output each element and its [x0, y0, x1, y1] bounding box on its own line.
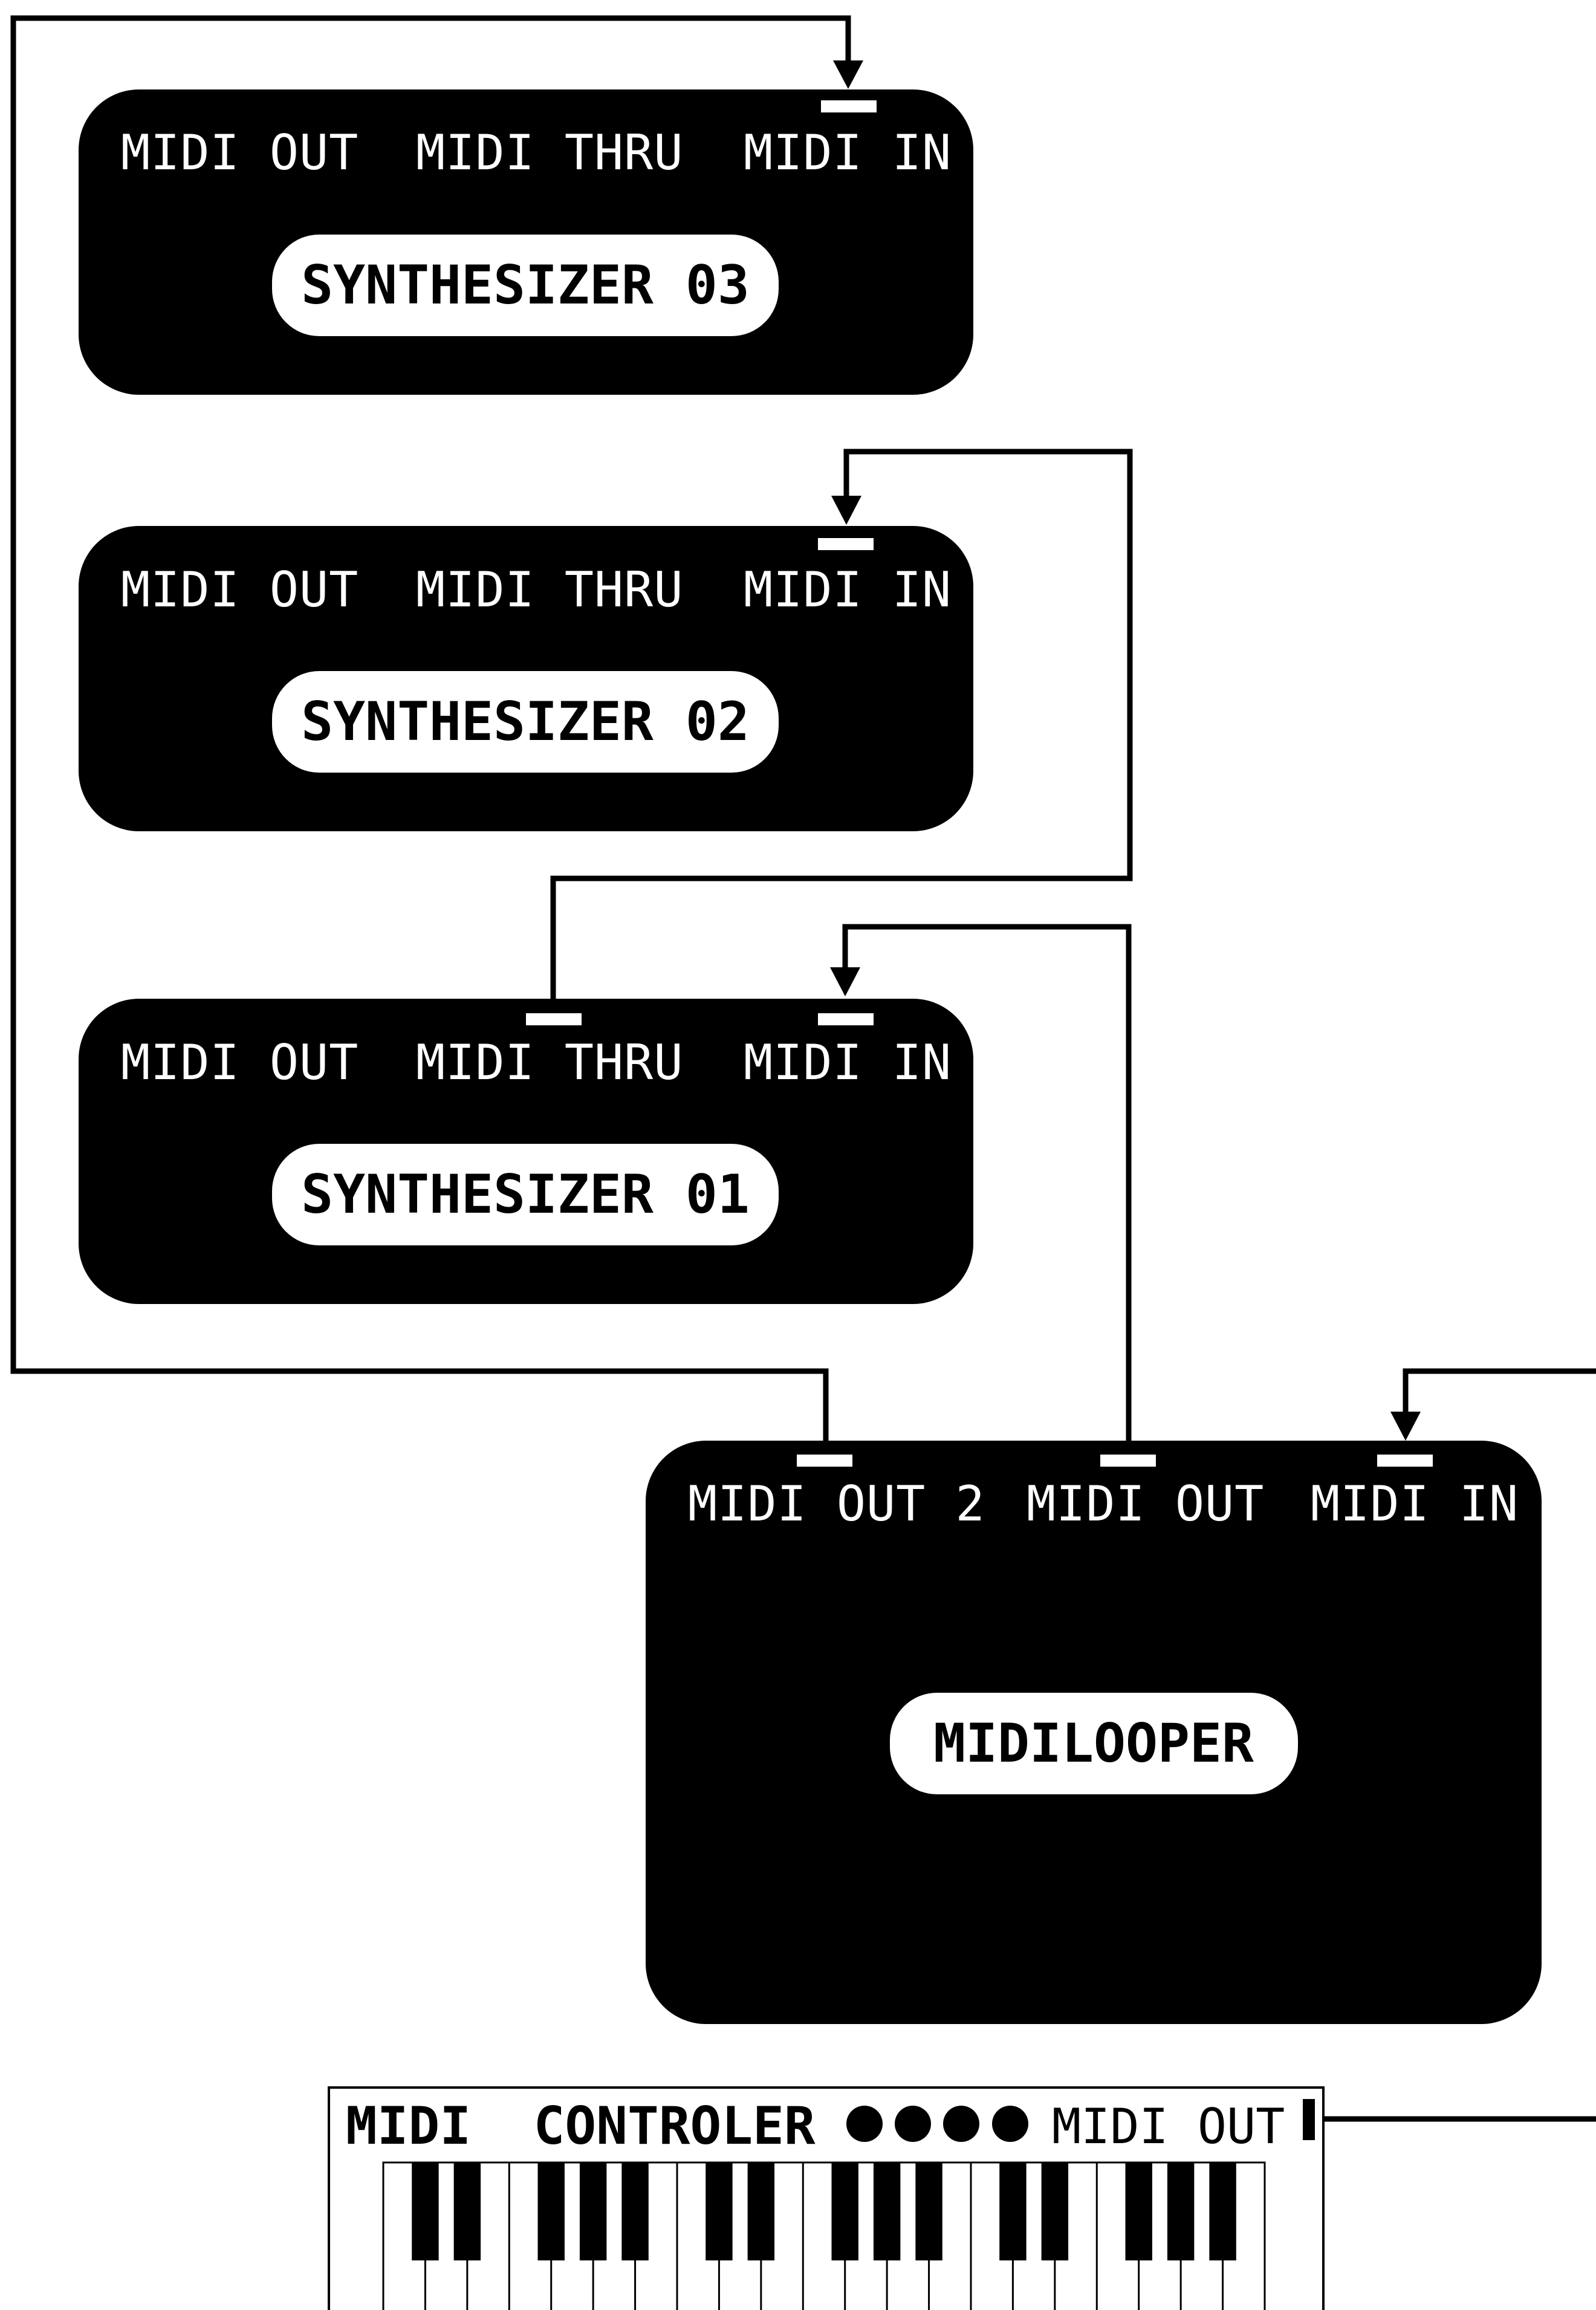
midi-out-label: MIDI OUT	[121, 1034, 358, 1091]
midi-thru-jack	[526, 1013, 582, 1025]
device-name-pill	[890, 1693, 1298, 1794]
device-name: SYNTHESIZER 03	[301, 254, 750, 316]
device-name-pill	[272, 671, 779, 773]
wire-out2-to-synth03-in	[10, 15, 851, 1457]
black-key	[412, 2162, 439, 2260]
midi-out-jack	[1100, 1455, 1156, 1467]
midi-thru-label: MIDI THRU	[416, 1034, 683, 1091]
synthesizer-02: MIDI OUT MIDI THRU MIDI IN SYNTHESIZER 0…	[79, 526, 973, 831]
midi-out-label: MIDI OUT	[1027, 1476, 1264, 1532]
midi-in-label: MIDI IN	[744, 1034, 952, 1091]
midi-thru-label: MIDI THRU	[416, 125, 683, 181]
dot-icon	[846, 2106, 883, 2142]
controller-name: MIDI CONTROLER	[346, 2096, 816, 2156]
black-key	[1167, 2162, 1195, 2260]
midi-in-jack	[821, 100, 877, 112]
device-name-pill	[272, 1144, 779, 1245]
arrowhead-icon	[833, 60, 863, 89]
device-name: MIDILOOPER	[933, 1712, 1254, 1774]
black-key	[915, 2162, 942, 2260]
dot-icon	[943, 2106, 979, 2142]
synthesizer-01: MIDI OUT MIDI THRU MIDI IN SYNTHESIZER 0…	[79, 999, 973, 1304]
midilooper: MIDI OUT 2 MIDI OUT MIDI IN MIDILOOPER	[646, 1441, 1542, 2024]
midi-out-label: MIDI OUT	[121, 125, 358, 181]
dot-icon	[895, 2106, 931, 2142]
wires	[10, 15, 1596, 2122]
midi-in-jack	[818, 538, 874, 550]
keyboard	[382, 2161, 1266, 2310]
midi-in-label: MIDI IN	[1311, 1476, 1519, 1532]
black-key	[747, 2162, 775, 2260]
synthesizer-03: MIDI OUT MIDI THRU MIDI IN SYNTHESIZER 0…	[79, 89, 973, 395]
arrowhead-icon	[1390, 1412, 1421, 1441]
black-key	[453, 2162, 481, 2260]
device-name-pill	[272, 235, 779, 336]
black-key	[537, 2162, 565, 2260]
midi-thru-label: MIDI THRU	[416, 562, 683, 618]
midi-out-label: MIDI OUT	[121, 562, 358, 618]
black-key	[873, 2162, 901, 2260]
dot-icon	[992, 2106, 1028, 2142]
midi-in-label: MIDI IN	[744, 562, 952, 618]
black-key	[1209, 2162, 1236, 2260]
midi-out-2-jack	[797, 1455, 852, 1467]
midi-controller: MIDI CONTROLER MIDI OUT	[328, 2086, 1325, 2310]
black-key	[621, 2162, 649, 2260]
black-key	[1125, 2162, 1152, 2260]
keyboard-frame	[382, 2161, 1266, 2310]
black-key	[999, 2162, 1027, 2260]
device-name: SYNTHESIZER 02	[301, 690, 750, 753]
black-key	[579, 2162, 607, 2260]
controller-midi-out-jack	[1303, 2099, 1315, 2140]
black-key	[831, 2162, 858, 2260]
wire-thru-to-synth02-in	[550, 449, 1133, 1011]
wire-offpage-to-looper-in	[1403, 1368, 1596, 1412]
arrowhead-icon	[831, 496, 861, 525]
wire-out-to-synth01-in	[842, 924, 1132, 1457]
midi-in-label: MIDI IN	[744, 125, 952, 181]
device-name: SYNTHESIZER 01	[301, 1163, 750, 1225]
black-key	[1041, 2162, 1069, 2260]
midi-in-jack	[1377, 1455, 1433, 1467]
controller-midi-out-label: MIDI OUT	[1052, 2098, 1285, 2155]
black-key	[706, 2162, 733, 2260]
arrowhead-icon	[830, 967, 860, 996]
midi-out-2-label: MIDI OUT 2	[688, 1476, 985, 1532]
midi-in-jack	[818, 1013, 874, 1025]
